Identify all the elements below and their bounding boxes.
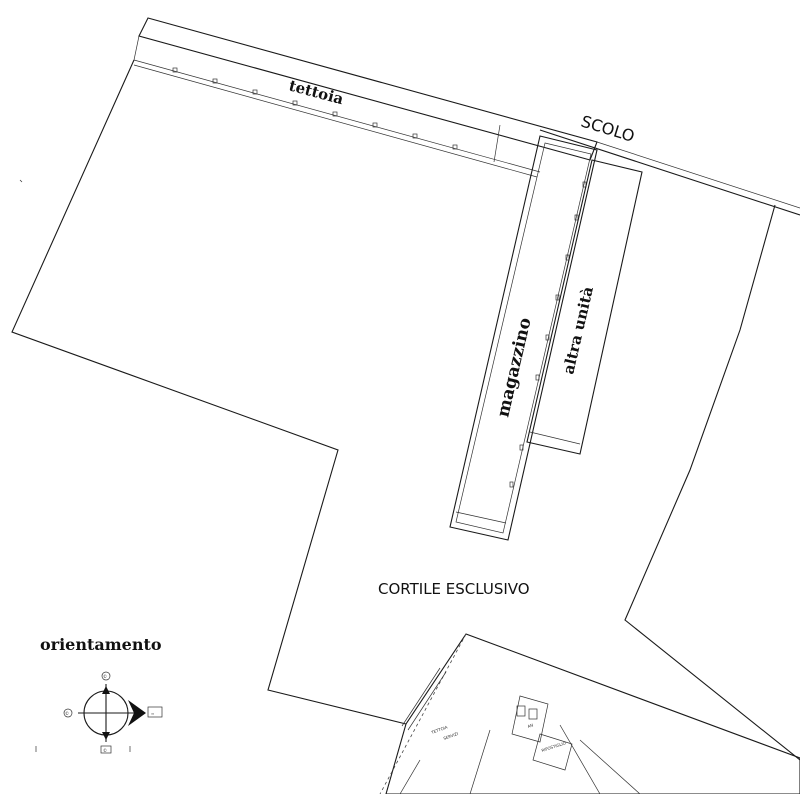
orientamento-label: orientamento	[40, 635, 162, 654]
tettoia-small-sub-label: SERVIZI	[443, 731, 459, 741]
orientation-compass: orientamento © © © ≈	[35, 635, 163, 754]
cortile-label: CORTILE ESCLUSIVO	[378, 580, 530, 598]
room-a-label: AN	[527, 722, 534, 729]
north-arrow-icon	[102, 686, 110, 694]
south-marker: ©	[103, 748, 107, 753]
tettoia-label: tettoia	[287, 76, 346, 108]
west-marker: ©	[65, 711, 69, 716]
altra-unita-building	[526, 159, 643, 455]
lower-building: TETTOIA SERVIZI AN RIPOSTIGLIO	[379, 633, 800, 794]
magazzino-building	[449, 135, 598, 541]
magazzino-label: magazzino	[493, 316, 535, 419]
courtyard-outline	[11, 59, 800, 761]
tettoia-strip	[133, 17, 598, 178]
tettoia-small-label: TETTOIA	[430, 724, 449, 735]
scolo-label: SCOLO	[579, 112, 637, 146]
north-marker: ©	[103, 674, 107, 679]
east-marker: ≈	[151, 711, 154, 716]
altra-unita-label: altra unità	[559, 285, 597, 376]
south-arrow-icon	[102, 732, 110, 740]
room-b-label: RIPOSTIGLIO	[541, 740, 567, 753]
east-arrow-icon	[128, 700, 146, 726]
scolo-line	[539, 129, 800, 216]
